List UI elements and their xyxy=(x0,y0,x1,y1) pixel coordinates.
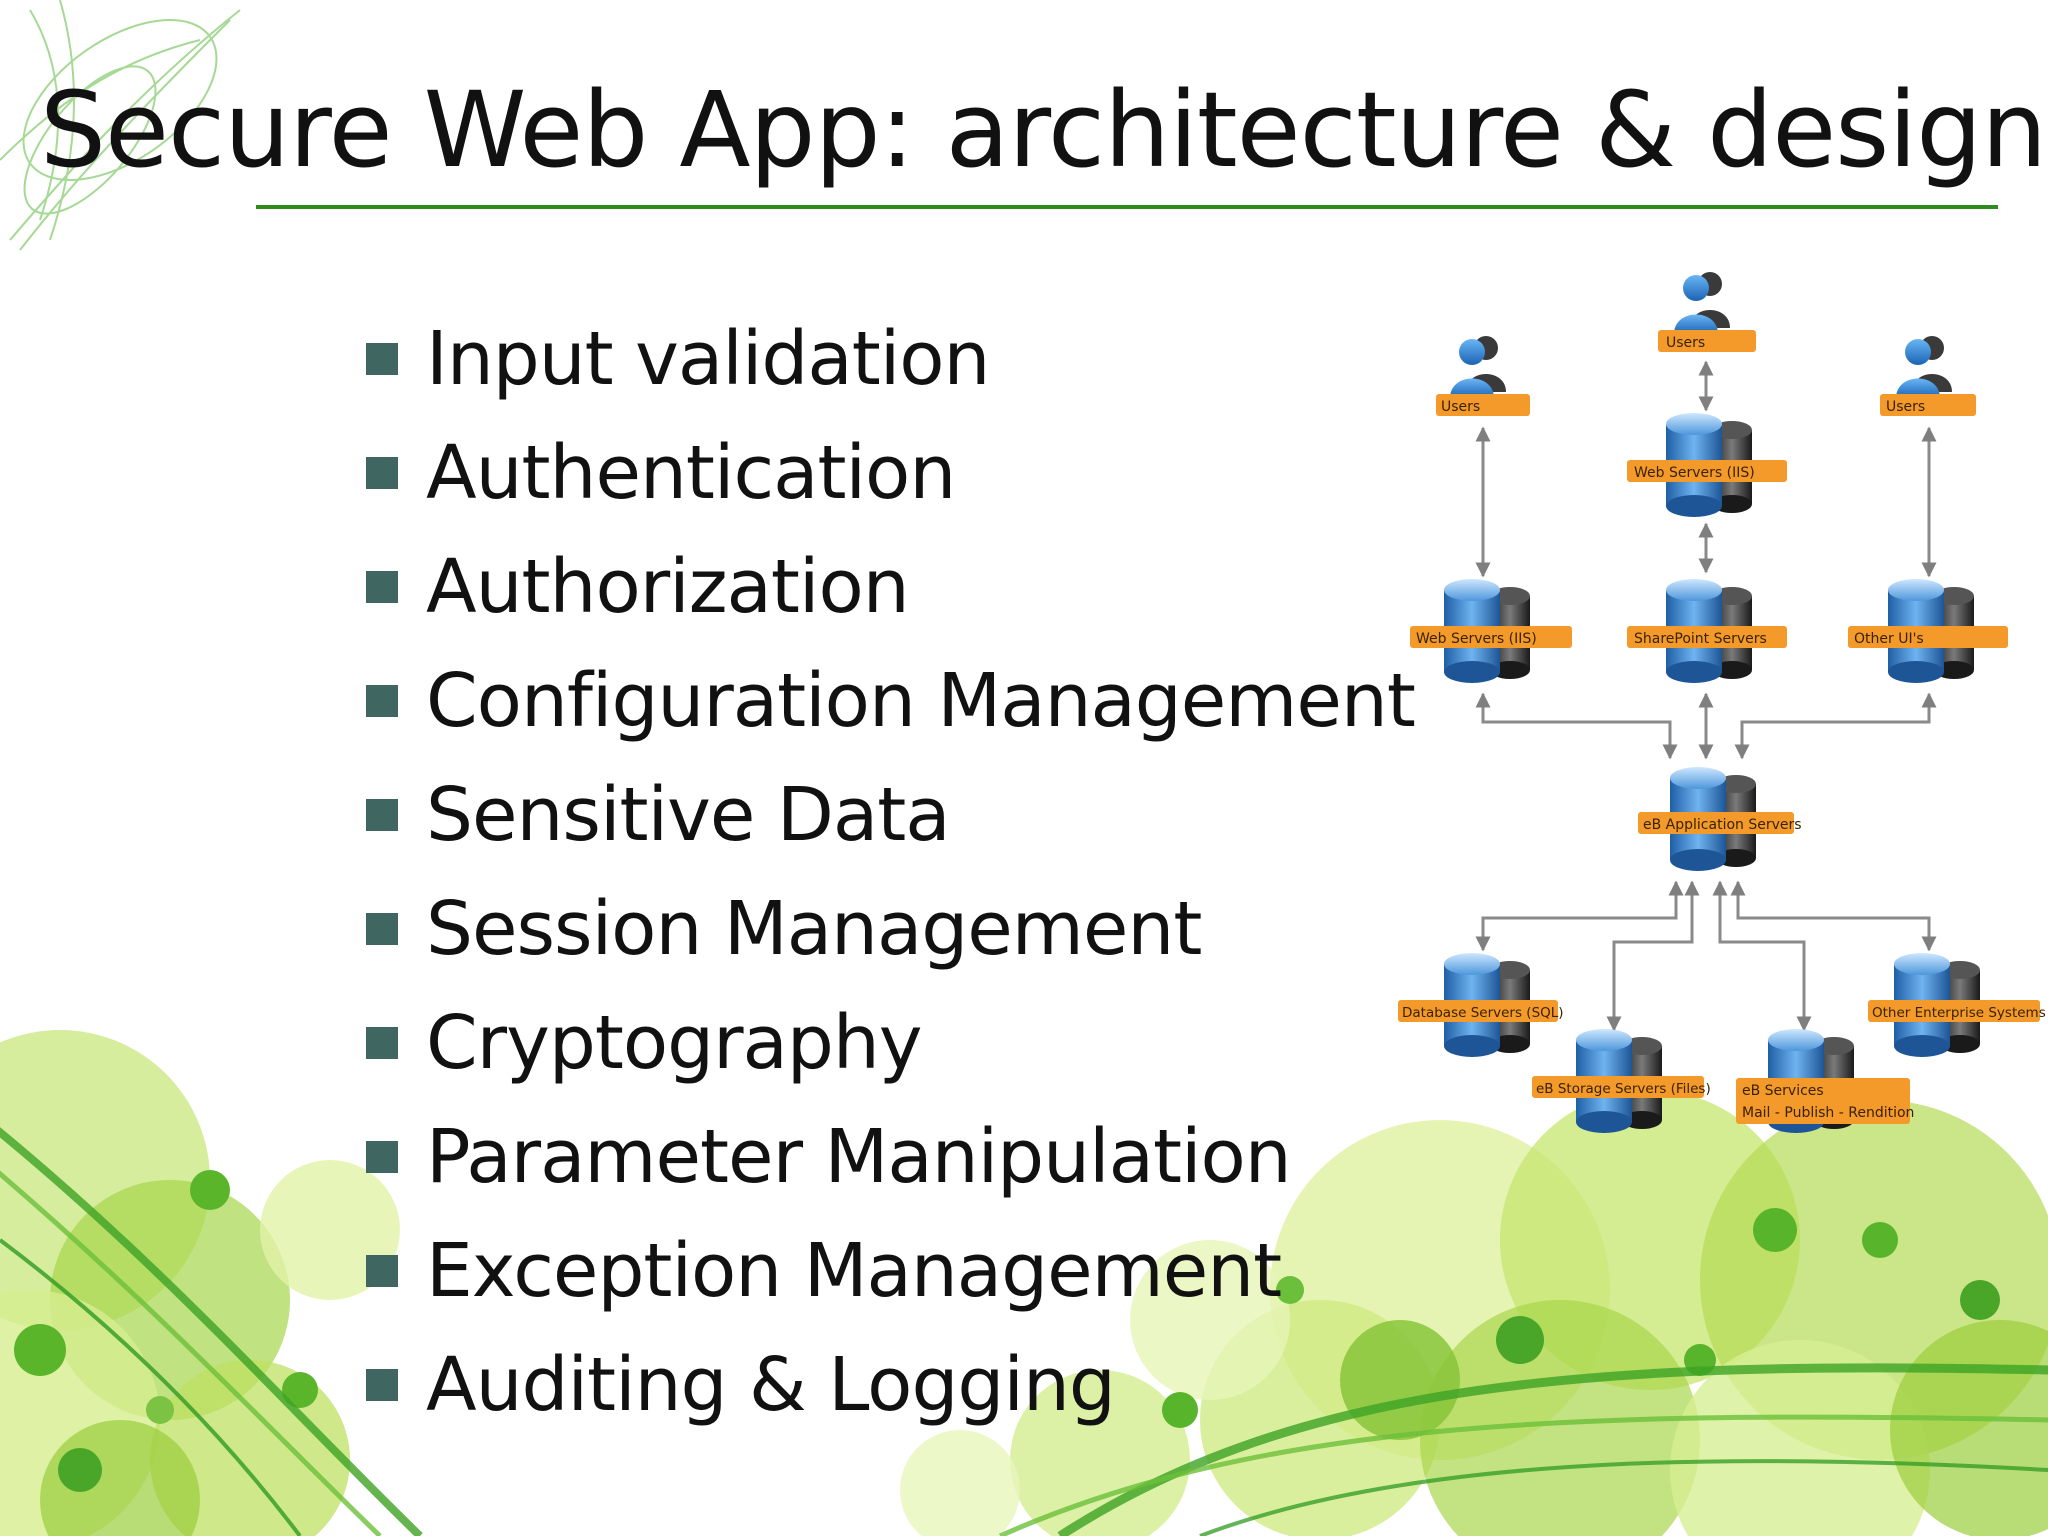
node-label: Other Enterprise Systems xyxy=(1872,1005,2046,1021)
node-eb-services: eB Services Mail - Publish - Rendition xyxy=(1736,1029,1914,1133)
bullet-item: Authorization xyxy=(366,530,1415,644)
bullet-label: Cryptography xyxy=(426,1000,923,1086)
node-users-right: Users xyxy=(1880,336,1976,416)
node-web-servers-left: Web Servers (IIS) xyxy=(1410,579,1572,683)
bottom-left-bubbles-decoration xyxy=(0,1030,423,1536)
node-sublabel: Mail - Publish - Rendition xyxy=(1742,1105,1914,1121)
node-label-box xyxy=(1532,1076,1704,1098)
node-label: Web Servers (IIS) xyxy=(1416,631,1537,647)
bullet-item: Exception Management xyxy=(366,1214,1415,1328)
node-label-box xyxy=(1638,812,1794,834)
connector-other-ui-app xyxy=(1734,692,1937,760)
square-bullet-icon xyxy=(366,1255,398,1287)
connector-app-services xyxy=(1712,880,1812,1032)
title-underline xyxy=(256,205,1998,209)
users-icon xyxy=(1450,336,1506,398)
bullet-label: Input validation xyxy=(426,316,990,402)
node-label: eB Application Servers xyxy=(1643,817,1802,833)
square-bullet-icon xyxy=(366,685,398,717)
node-storage-servers: eB Storage Servers (Files) xyxy=(1532,1029,1711,1133)
node-label-box xyxy=(1880,394,1976,416)
square-bullet-icon xyxy=(366,913,398,945)
node-other-enterprise: Other Enterprise Systems xyxy=(1868,953,2046,1057)
square-bullet-icon xyxy=(366,1369,398,1401)
node-web-servers-top: Web Servers (IIS) xyxy=(1627,413,1787,517)
node-label-box xyxy=(1627,460,1787,482)
node-label-box xyxy=(1627,626,1787,648)
bullet-label: Auditing & Logging xyxy=(426,1342,1116,1428)
node-label-box xyxy=(1736,1078,1910,1124)
node-label: Web Servers (IIS) xyxy=(1634,465,1755,481)
users-icon xyxy=(1674,272,1730,334)
slide-title: Secure Web App: architecture & design xyxy=(40,69,2047,191)
node-label: Users xyxy=(1886,399,1925,415)
node-label: Users xyxy=(1666,335,1705,351)
architecture-diagram: Users Users Users xyxy=(1398,272,2046,1133)
bullet-item: Input validation xyxy=(366,302,1415,416)
bullet-label: Exception Management xyxy=(426,1228,1282,1314)
bullet-label: Parameter Manipulation xyxy=(426,1114,1292,1200)
node-database-servers: Database Servers (SQL) xyxy=(1398,953,1564,1057)
node-label: eB Services xyxy=(1742,1083,1824,1099)
bullet-item: Parameter Manipulation xyxy=(366,1100,1415,1214)
square-bullet-icon xyxy=(366,1141,398,1173)
square-bullet-icon xyxy=(366,343,398,375)
square-bullet-icon xyxy=(366,457,398,489)
node-label-box xyxy=(1848,626,2008,648)
node-label: SharePoint Servers xyxy=(1634,631,1767,647)
bullet-label: Authorization xyxy=(426,544,910,630)
node-label-box xyxy=(1436,394,1530,416)
connector-app-storage xyxy=(1606,880,1700,1032)
diagram-connectors xyxy=(1475,360,1937,1032)
bullet-label: Session Management xyxy=(426,886,1202,972)
connector-app-database xyxy=(1475,880,1684,952)
node-label: eB Storage Servers (Files) xyxy=(1536,1081,1711,1097)
bullet-item: Cryptography xyxy=(366,986,1415,1100)
bottom-right-bubbles-decoration xyxy=(900,1090,2048,1536)
node-label: Database Servers (SQL) xyxy=(1402,1005,1564,1021)
node-users-left: Users xyxy=(1436,336,1530,416)
node-users-center: Users xyxy=(1658,272,1756,352)
node-app-servers: eB Application Servers xyxy=(1638,767,1802,871)
bullet-item: Session Management xyxy=(366,872,1415,986)
corner-swirl-decoration xyxy=(0,0,241,251)
bullet-label: Authentication xyxy=(426,430,956,516)
node-sharepoint-servers: SharePoint Servers xyxy=(1627,579,1787,683)
users-icon xyxy=(1896,336,1952,398)
bullet-item: Authentication xyxy=(366,416,1415,530)
square-bullet-icon xyxy=(366,799,398,831)
connector-web-left-app xyxy=(1475,692,1678,760)
bullet-label: Configuration Management xyxy=(426,658,1416,744)
square-bullet-icon xyxy=(366,571,398,603)
node-label: Users xyxy=(1441,399,1480,415)
bullet-item: Sensitive Data xyxy=(366,758,1415,872)
square-bullet-icon xyxy=(366,1027,398,1059)
connector-app-enterprise xyxy=(1730,880,1937,952)
node-label-box xyxy=(1410,626,1572,648)
node-label: Other UI's xyxy=(1854,631,1924,647)
bullet-list: Input validation Authentication Authoriz… xyxy=(366,302,1416,1442)
node-other-uis: Other UI's xyxy=(1848,579,2008,683)
bullet-item: Auditing & Logging xyxy=(366,1328,1415,1442)
bullet-item: Configuration Management xyxy=(366,644,1416,758)
node-label-box xyxy=(1868,1000,2040,1022)
bullet-label: Sensitive Data xyxy=(426,772,951,858)
node-label-box xyxy=(1398,1000,1558,1022)
node-label-box xyxy=(1658,330,1756,352)
